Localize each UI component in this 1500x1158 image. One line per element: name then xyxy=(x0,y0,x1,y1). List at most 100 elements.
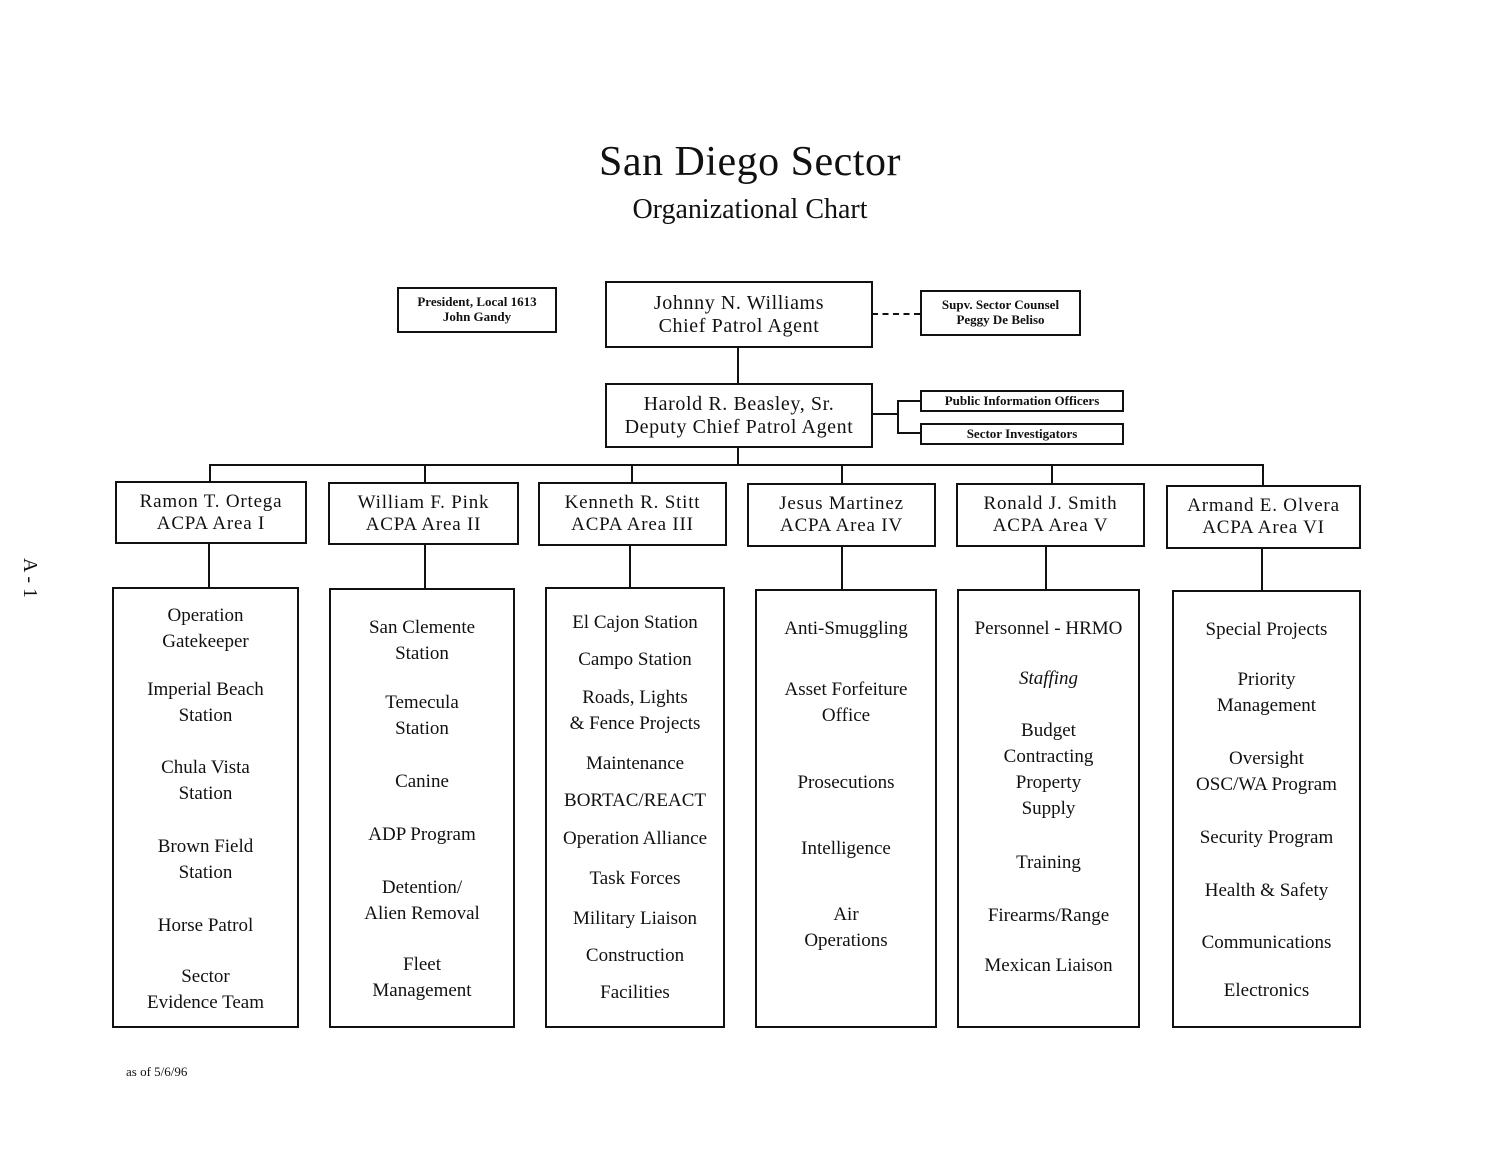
connector-area-5-down xyxy=(1045,545,1047,590)
area-item-line: El Cajon Station xyxy=(572,612,698,633)
area-item: Personnel - HRMO xyxy=(959,616,1138,642)
connector-area-6-down xyxy=(1261,548,1263,591)
area-4-functions-box: Anti-Smuggling Asset Forfeiture Office P… xyxy=(755,589,937,1028)
area-item-line: Operation Alliance xyxy=(562,828,708,849)
area-item: Anti-Smuggling xyxy=(757,616,935,642)
connector-area-3-up xyxy=(631,464,633,482)
date-footnote: as of 5/6/96 xyxy=(126,1064,188,1079)
area-3-functions-box: El Cajon Station Campo Station Roads, Li… xyxy=(545,587,725,1028)
area-item: Operation Gatekeeper xyxy=(114,603,297,655)
connector-to-investigators xyxy=(897,432,920,434)
chief-role: Chief Patrol Agent xyxy=(658,314,820,337)
area-item-line: Task Forces xyxy=(589,868,681,889)
area-item: Brown Field Station xyxy=(114,834,297,886)
area-item-line: Supply xyxy=(1021,798,1076,819)
area-item: Facilities xyxy=(547,980,723,1006)
area-item: El Cajon Station xyxy=(547,610,723,636)
area-item-line: Security Program xyxy=(1199,827,1334,848)
area-item: Detention/ Alien Removal xyxy=(331,875,513,927)
area-item-line: Operation xyxy=(167,605,244,626)
area-item-line: Sector xyxy=(181,966,230,987)
deputy-name: Harold R. Beasley, Sr. xyxy=(643,392,835,415)
area-item: Air Operations xyxy=(757,902,935,954)
acpa-name: Ronald J. Smith xyxy=(983,493,1118,515)
area-item: Training xyxy=(959,850,1138,876)
area-item: Fleet Management xyxy=(331,952,513,1004)
connector-area-1-down xyxy=(208,542,210,587)
acpa-role: ACPA Area VI xyxy=(1202,517,1325,538)
area-item: Health & Safety xyxy=(1174,878,1359,904)
area-item: Oversight OSC/WA Program xyxy=(1174,746,1359,798)
chief-patrol-agent-box: Johnny N. Williams Chief Patrol Agent xyxy=(605,281,873,348)
counsel-name: Peggy De Beliso xyxy=(956,312,1045,327)
president-title: President, Local 1613 xyxy=(417,294,537,310)
acpa-area-1-box: Ramon T. Ortega ACPA Area I xyxy=(115,481,307,544)
connector-staff-vertical xyxy=(897,400,899,433)
area-item: Imperial Beach Station xyxy=(114,677,297,729)
area-item: Budget Contracting Property Supply xyxy=(959,718,1138,822)
area-item-line: Office xyxy=(821,705,871,726)
page-number-label: A - 1 xyxy=(19,558,42,598)
area-item: Temecula Station xyxy=(331,690,513,742)
area-item-line: Gatekeeper xyxy=(162,631,249,652)
area-item: Roads, Lights & Fence Projects xyxy=(547,685,723,737)
connector-deputy-staff-trunk xyxy=(872,413,898,415)
area-item-line: Operations xyxy=(804,930,888,951)
area-2-functions-box: San Clemente Station Temecula Station Ca… xyxy=(329,588,515,1028)
area-item-line: Campo Station xyxy=(578,649,692,670)
area-item-line: Asset Forfeiture xyxy=(784,679,908,700)
deputy-chief-box: Harold R. Beasley, Sr. Deputy Chief Patr… xyxy=(605,383,873,448)
acpa-role: ACPA Area I xyxy=(156,512,266,534)
area-item-line: Oversight xyxy=(1229,748,1304,769)
area-item: Canine xyxy=(331,769,513,795)
area-item-line: Temecula xyxy=(385,692,459,713)
area-item: Priority Management xyxy=(1174,667,1359,719)
area-item-line: ADP Program xyxy=(368,824,476,845)
counsel-title: Supv. Sector Counsel xyxy=(941,297,1060,313)
area-item-line: Priority xyxy=(1237,669,1296,690)
area-item-line: Military Liaison xyxy=(572,908,697,929)
area-item-line: Contracting xyxy=(1003,746,1094,767)
area-item-line: Health & Safety xyxy=(1204,880,1329,901)
acpa-role: ACPA Area II xyxy=(365,513,482,535)
area-item-line: Horse Patrol xyxy=(157,915,254,936)
area-item-line: Staffing xyxy=(1018,668,1079,689)
connector-area-4-up xyxy=(841,464,843,484)
area-item-line: Management xyxy=(372,980,472,1001)
area-item-line: Mexican Liaison xyxy=(984,955,1113,976)
area-item: Task Forces xyxy=(547,866,723,892)
connector-area-2-up xyxy=(424,464,426,482)
area-item-line: Construction xyxy=(585,945,685,966)
connector-area-3-down xyxy=(629,544,631,588)
acpa-area-2-box: William F. Pink ACPA Area II xyxy=(328,482,519,545)
area-item-line: Property xyxy=(1015,772,1082,793)
area-item: BORTAC/REACT xyxy=(547,788,723,814)
area-item: Campo Station xyxy=(547,647,723,673)
area-item-line: Station xyxy=(178,783,233,804)
area-item-line: Maintenance xyxy=(585,753,685,774)
area-item: Maintenance xyxy=(547,751,723,777)
area-item-line: Communications xyxy=(1201,932,1332,953)
area-1-functions-box: Operation Gatekeeper Imperial Beach Stat… xyxy=(112,587,299,1028)
area-item: Communications xyxy=(1174,930,1359,956)
area-5-functions-box: Personnel - HRMO Staffing Budget Contrac… xyxy=(957,589,1140,1028)
connector-chief-deputy xyxy=(737,346,739,384)
connector-area-4-down xyxy=(841,545,843,590)
area-item: Operation Alliance xyxy=(547,826,723,852)
area-item-line: BORTAC/REACT xyxy=(564,790,706,811)
area-item-line: Detention/ xyxy=(381,877,463,898)
public-information-officers-box: Public Information Officers xyxy=(920,390,1124,412)
connector-area-5-up xyxy=(1051,464,1053,484)
area-item: Prosecutions xyxy=(757,770,935,796)
area-item: Security Program xyxy=(1174,825,1359,851)
area-item: Intelligence xyxy=(757,836,935,862)
president-name: John Gandy xyxy=(442,309,512,324)
acpa-name: William F. Pink xyxy=(357,491,490,513)
connector-to-pio xyxy=(897,400,920,402)
connector-area-6-up xyxy=(1262,464,1264,486)
acpa-area-5-box: Ronald J. Smith ACPA Area V xyxy=(956,483,1145,547)
area-item: Sector Evidence Team xyxy=(114,964,297,1016)
area-item: ADP Program xyxy=(331,822,513,848)
area-item: San Clemente Station xyxy=(331,615,513,667)
area-item-line: Air xyxy=(833,904,859,925)
